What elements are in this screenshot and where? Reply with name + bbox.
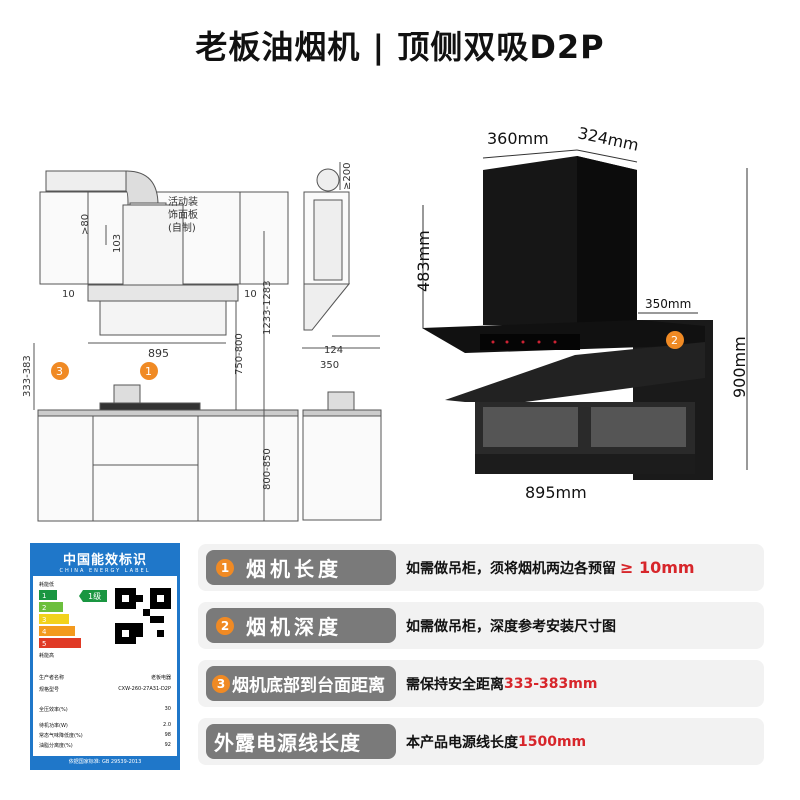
dim-10-right: 10 bbox=[244, 289, 257, 300]
feature-row-hood-length: 1 烟机长度 如需做吊柜，须将烟机两边各预留≥ 10mm bbox=[198, 544, 764, 591]
feature-highlight: ≥ 10mm bbox=[620, 558, 695, 577]
svg-text:1: 1 bbox=[42, 592, 46, 600]
number-badge-icon: 2 bbox=[216, 616, 234, 635]
energy-label-title: 中国能效标识 bbox=[62, 553, 147, 568]
feature-label: 烟机深度 bbox=[246, 615, 342, 639]
dim-124: 124 bbox=[324, 345, 343, 356]
energy-grade-bars: 1 2 3 4 5 1级 bbox=[39, 590, 107, 648]
dim-750-800: 750-800 bbox=[234, 333, 245, 375]
feature-description: 如需做吊柜，深度参考安装尺寸图 bbox=[406, 618, 616, 635]
energy-efficiency-row: 全压效率(%)30 bbox=[39, 706, 171, 713]
qr-code-icon bbox=[115, 588, 171, 644]
number-badge-icon: 1 bbox=[216, 558, 234, 577]
dim-483: 483mm bbox=[414, 230, 433, 292]
energy-standby-row: 待机功率(W)2.0 bbox=[39, 722, 171, 729]
marker-1-icon bbox=[140, 362, 158, 380]
svg-text:5: 5 bbox=[42, 640, 46, 648]
energy-bottom-note: 耗能高 bbox=[39, 653, 55, 659]
dim-324: 324mm bbox=[576, 123, 640, 154]
energy-odor-row: 常态气味降低度(%)98 bbox=[39, 732, 171, 739]
feature-pill: 3 烟机底部到台面距离 bbox=[206, 666, 396, 701]
feature-pill: 2 烟机深度 bbox=[206, 608, 396, 643]
feature-pill: 外露电源线长度 bbox=[206, 724, 396, 759]
feature-label: 烟机长度 bbox=[246, 557, 342, 581]
panel-note-line1: 活动装 bbox=[168, 195, 198, 208]
energy-maker-row: 生产者名称老板电器 bbox=[39, 675, 171, 681]
front-installation-drawing: >80 103 活动装 饰面板 (自制) 10 10 895 333-383 7… bbox=[22, 170, 299, 522]
feature-label: 外露电源线长度 bbox=[214, 731, 361, 755]
dim-200: ≥200 bbox=[342, 163, 353, 190]
dim-895: 895 bbox=[148, 347, 169, 360]
svg-text:3: 3 bbox=[42, 616, 46, 624]
feature-highlight: 1500mm bbox=[518, 733, 587, 750]
marker-3-label: 3 bbox=[56, 365, 63, 378]
energy-top-note: 耗能低 bbox=[39, 582, 55, 588]
dim-895-photo: 895mm bbox=[525, 483, 587, 502]
energy-label-footer: 依据国家标准: GB 29539-2013 bbox=[33, 756, 177, 767]
energy-label-header: 中国能效标识 CHINA ENERGY LABEL bbox=[33, 546, 177, 576]
dim-800-850: 800-850 bbox=[262, 448, 273, 490]
feature-row-hood-depth: 2 烟机深度 如需做吊柜，深度参考安装尺寸图 bbox=[198, 602, 764, 649]
page-title: 老板油烟机 | 顶侧双吸D2P bbox=[195, 28, 605, 66]
marker-2-label: 2 bbox=[671, 334, 678, 347]
panel-note-line2: 饰面板 bbox=[168, 208, 198, 221]
number-badge-icon: 3 bbox=[212, 674, 230, 693]
dim-103: 103 bbox=[112, 234, 123, 253]
dim-350: 350mm bbox=[645, 297, 691, 311]
marker-2-icon bbox=[666, 331, 684, 349]
dim-80: >80 bbox=[80, 214, 91, 235]
dim-360: 360mm bbox=[487, 129, 549, 148]
feature-highlight: 333-383mm bbox=[504, 675, 598, 692]
feature-description: 如需做吊柜，须将烟机两边各预留≥ 10mm bbox=[406, 558, 695, 577]
product-image: 2 360mm 324mm 483mm 900mm 350mm 895mm bbox=[414, 123, 749, 502]
marker-1-label: 1 bbox=[145, 365, 152, 378]
dim-1233-1283: 1233-1283 bbox=[262, 280, 273, 335]
feature-label: 烟机底部到台面距离 bbox=[232, 676, 385, 696]
dim-333-383: 333-383 bbox=[22, 355, 33, 397]
panel-note-line3: (自制) bbox=[168, 221, 196, 234]
svg-text:2: 2 bbox=[42, 604, 46, 612]
feature-pill: 1 烟机长度 bbox=[206, 550, 396, 585]
energy-grade: 1级 bbox=[88, 591, 101, 601]
svg-text:4: 4 bbox=[42, 628, 47, 636]
energy-label: 中国能效标识 CHINA ENERGY LABEL 耗能低 1 2 3 4 5 … bbox=[30, 543, 180, 770]
side-installation-drawing: ≥200 124 350 bbox=[302, 162, 382, 521]
dim-900: 900mm bbox=[730, 336, 749, 398]
marker-3-icon bbox=[51, 362, 69, 380]
dim-350-side: 350 bbox=[320, 360, 339, 371]
energy-grease-row: 油脂分离度(%)92 bbox=[39, 742, 171, 749]
energy-label-subtitle: CHINA ENERGY LABEL bbox=[59, 568, 151, 574]
dim-10-left: 10 bbox=[62, 289, 75, 300]
